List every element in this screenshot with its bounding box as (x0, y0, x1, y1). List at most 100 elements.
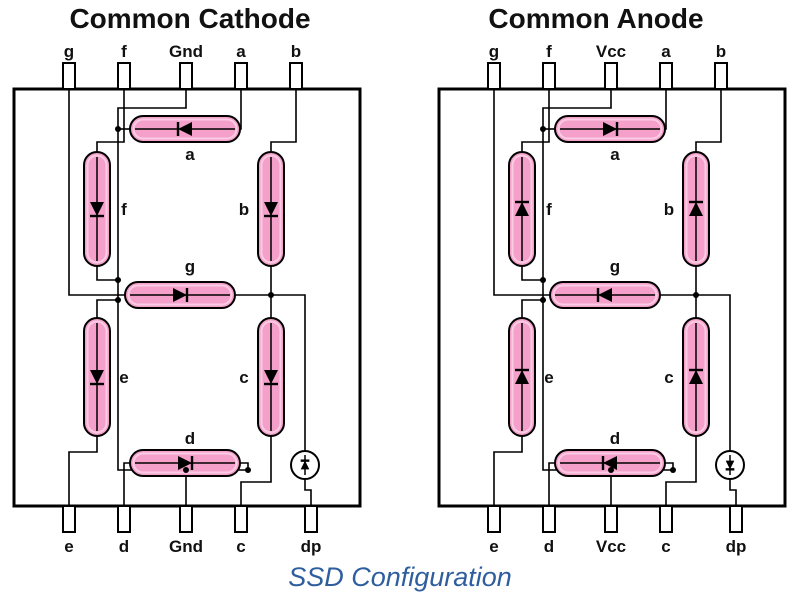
segment-label-c: c (239, 368, 248, 387)
junction-dot (540, 126, 546, 132)
pin-label-bottom: Gnd (169, 537, 203, 556)
diode-triangle (90, 370, 104, 384)
pin-top-g (62, 62, 76, 90)
segment-highlight (557, 118, 663, 140)
junction-dot (670, 467, 676, 473)
pin-label-top: f (546, 42, 552, 61)
pin-label-bottom: d (119, 537, 129, 556)
wire (235, 294, 306, 451)
junction-dot (115, 126, 121, 132)
pin-bottom-d (117, 505, 131, 533)
junction-dot (693, 292, 699, 298)
diode-triangle (689, 370, 703, 384)
pin-label-bottom: c (661, 537, 670, 556)
wire (695, 89, 722, 152)
pin-label-bottom: e (489, 537, 498, 556)
pin-label-top: Vcc (596, 42, 626, 61)
pin-top-b (289, 62, 303, 90)
segment-label-g: g (185, 257, 195, 276)
segment-label-g: g (610, 257, 620, 276)
pin-bottom-d (542, 505, 556, 533)
pin-label-top: f (121, 42, 127, 61)
pin-label-bottom: dp (301, 537, 322, 556)
pin-bottom-Vcc (604, 505, 618, 533)
junction-dot (540, 297, 546, 303)
pin-label-top: Gnd (169, 42, 203, 61)
wire (96, 89, 125, 152)
junction-dot (608, 467, 614, 473)
pin-label-top: g (64, 42, 74, 61)
diode-triangle (515, 370, 529, 384)
diode-triangle (90, 202, 104, 216)
diode-triangle (598, 288, 612, 302)
segment-highlight (260, 320, 282, 434)
junction-dot (245, 467, 251, 473)
wire (548, 462, 555, 506)
diode-triangle (603, 122, 617, 136)
diode-triangle (178, 456, 192, 470)
diode-triangle (173, 288, 187, 302)
junction-dot (115, 277, 121, 283)
segment-label-e: e (544, 368, 553, 387)
pin-bottom-dp (304, 505, 318, 533)
wire (96, 299, 118, 318)
wire (68, 89, 125, 296)
diode-triangle (264, 370, 278, 384)
pin-top-b (714, 62, 728, 90)
segment-label-d: d (185, 429, 195, 448)
pin-top-Vcc (604, 62, 618, 90)
pin-bottom-Gnd (179, 505, 193, 533)
segment-label-e: e (119, 368, 128, 387)
pin-top-f (542, 62, 556, 90)
wire (493, 89, 550, 296)
wire (521, 299, 543, 318)
segment-highlight (511, 154, 533, 264)
pin-top-Gnd (179, 62, 193, 90)
title-common-anode: Common Anode (488, 3, 703, 34)
segment-highlight (552, 284, 658, 306)
wire (304, 479, 312, 506)
wire (521, 266, 543, 281)
segment-label-b: b (664, 200, 674, 219)
pin-label-bottom: Vcc (596, 537, 626, 556)
diode-triangle (689, 202, 703, 216)
pin-top-g (487, 62, 501, 90)
diode-triangle (515, 202, 529, 216)
junction-dot (268, 292, 274, 298)
junction-dot (115, 297, 121, 303)
segment-label-f: f (546, 200, 552, 219)
wire (270, 89, 297, 152)
pin-top-a (659, 62, 673, 90)
segment-highlight (511, 320, 533, 434)
pin-label-bottom: d (544, 537, 554, 556)
pin-label-top: g (489, 42, 499, 61)
pin-label-top: a (661, 42, 671, 61)
wire (123, 462, 130, 506)
wire (665, 436, 697, 506)
pin-label-bottom: c (236, 537, 245, 556)
segment-label-d: d (610, 429, 620, 448)
pin-label-bottom: dp (726, 537, 747, 556)
pin-bottom-c (659, 505, 673, 533)
segment-label-f: f (121, 200, 127, 219)
pin-bottom-e (487, 505, 501, 533)
segment-highlight (685, 320, 707, 434)
pin-label-top: b (716, 42, 726, 61)
segment-highlight (86, 154, 108, 264)
wire (729, 479, 737, 506)
segment-label-c: c (664, 368, 673, 387)
segment-label-a: a (610, 145, 620, 164)
title-common-cathode: Common Cathode (69, 3, 310, 34)
junction-dot (540, 277, 546, 283)
wire (68, 436, 98, 506)
wire (240, 436, 272, 506)
pin-top-f (117, 62, 131, 90)
diode-triangle (725, 460, 735, 470)
diode-triangle (264, 202, 278, 216)
pin-top-a (234, 62, 248, 90)
pin-bottom-c (234, 505, 248, 533)
wire (660, 294, 731, 451)
